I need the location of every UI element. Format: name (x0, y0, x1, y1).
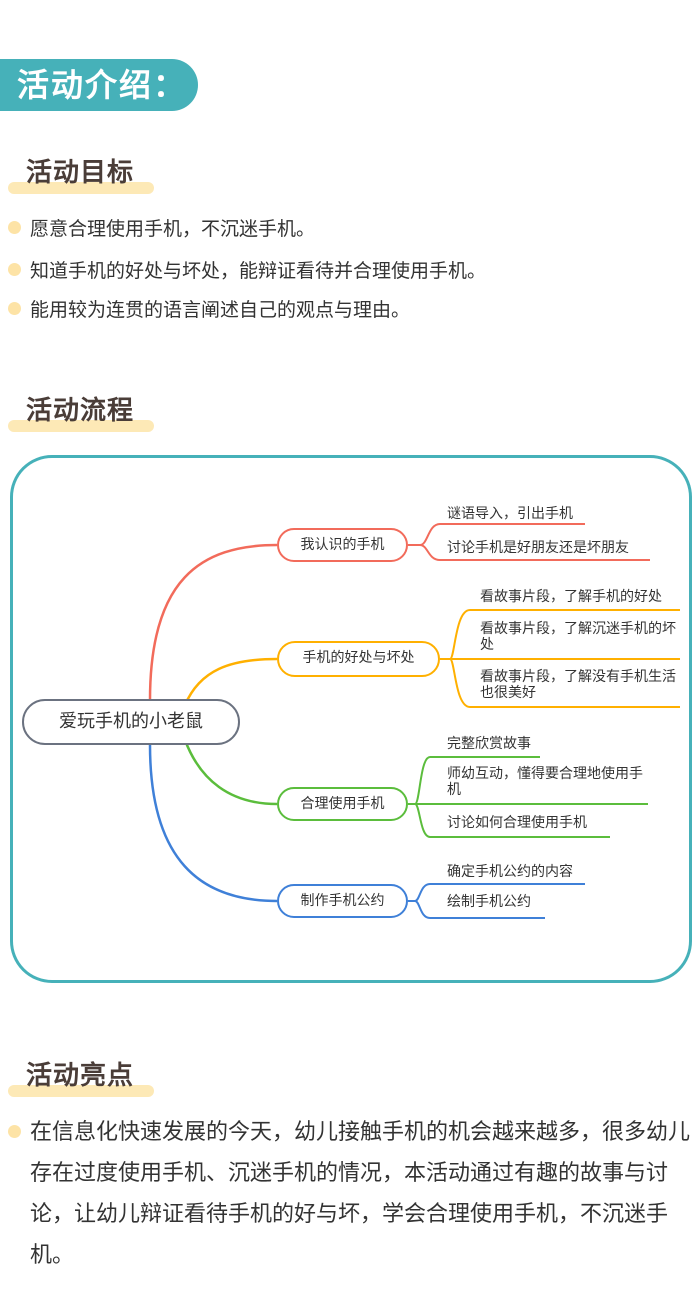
leaf-item: 绘制手机公约 (447, 894, 531, 910)
leaf-item: 完整欣赏故事 (447, 736, 531, 752)
connector-orange (183, 657, 278, 706)
bullet-dot-icon (8, 221, 21, 234)
branch-node: 合理使用手机 (277, 787, 408, 821)
leaf-item: 看故事片段，了解手机的好处 (480, 589, 662, 605)
highlights-title: 活动亮点 (26, 1061, 135, 1091)
intro-banner: 活动介绍： (0, 59, 198, 111)
connector-green (183, 739, 278, 806)
bullet-dot-icon (8, 302, 21, 315)
leaf-item: 看故事片段，了解沉迷手机的坏处 (480, 621, 676, 653)
leaf-item: 师幼互动，懂得要合理地使用手机 (447, 766, 643, 798)
goal-item: 能用较为连贯的语言阐述自己的观点与理由。 (8, 295, 410, 322)
goal-item: 愿意合理使用手机，不沉迷手机。 (8, 214, 315, 241)
leaf-item: 确定手机公约的内容 (447, 864, 573, 880)
mindmap-root: 爱玩手机的小老鼠 (22, 699, 240, 745)
leaf-item: 讨论如何合理使用手机 (447, 815, 587, 831)
mindmap-frame (10, 455, 692, 983)
highlights-heading: 活动亮点 (8, 1055, 155, 1097)
goals-title: 活动目标 (26, 158, 135, 188)
branch-node: 我认识的手机 (277, 528, 408, 562)
highlights-paragraph: 在信息化快速发展的今天，幼儿接触手机的机会越来越多，很多幼儿存在过度使用手机、沉… (8, 1112, 693, 1276)
bullet-dot-icon (8, 1125, 21, 1138)
goal-item: 知道手机的好处与坏处，能辩证看待并合理使用手机。 (8, 256, 486, 283)
leaf-item: 看故事片段，了解没有手机生活也很美好 (480, 669, 676, 701)
connector-blue (148, 744, 278, 903)
bullet-dot-icon (8, 263, 21, 276)
branch-node: 制作手机公约 (277, 884, 408, 918)
leaf-item: 讨论手机是好朋友还是坏朋友 (447, 540, 629, 556)
process-title: 活动流程 (26, 396, 135, 426)
connector-red (148, 543, 278, 701)
branch-node: 手机的好处与坏处 (277, 641, 440, 677)
leaf-item: 谜语导入，引出手机 (447, 506, 573, 522)
